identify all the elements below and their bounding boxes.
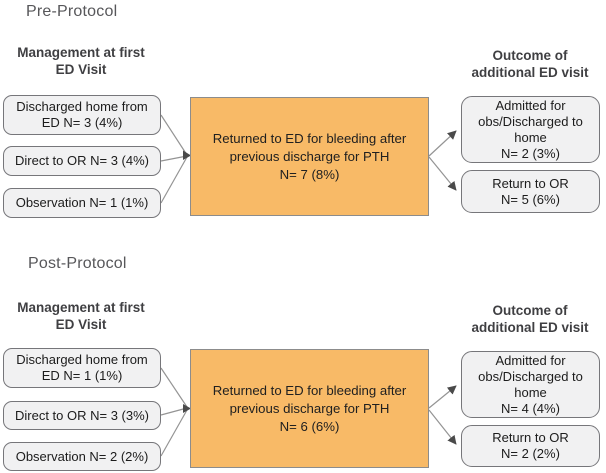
pre-management-box-observation: Observation N= 1 (1%) xyxy=(3,188,161,218)
post-left-column-header: Management at first ED Visit xyxy=(17,300,145,332)
post-returned-to-ed-box: Returned to ED for bleeding after previo… xyxy=(190,349,429,468)
pre-protocol-title: Pre-Protocol xyxy=(26,3,118,20)
post-protocol-title: Post-Protocol xyxy=(28,255,127,272)
post-outcome-box-admitted: Admitted for obs/Discharged to home N= 4… xyxy=(461,351,600,418)
pre-right-column-header: Outcome of additional ED visit xyxy=(471,48,589,80)
pre-management-box-direct-to-or: Direct to OR N= 3 (4%) xyxy=(3,146,161,176)
pre-outcome-box-return-to-or: Return to OR N= 5 (6%) xyxy=(461,170,600,213)
post-management-box-direct-to-or: Direct to OR N= 3 (3%) xyxy=(3,401,161,430)
post-management-box-discharged-home: Discharged home from ED N= 1 (1%) xyxy=(3,348,161,388)
pre-outcome-box-admitted: Admitted for obs/Discharged to home N= 2… xyxy=(461,96,600,163)
post-management-box-observation: Observation N= 2 (2%) xyxy=(3,442,161,471)
post-outcome-box-return-to-or: Return to OR N= 2 (2%) xyxy=(461,425,600,467)
pre-returned-to-ed-box: Returned to ED for bleeding after previo… xyxy=(190,97,429,216)
pre-management-box-discharged-home: Discharged home from ED N= 3 (4%) xyxy=(3,95,161,135)
pre-left-column-header: Management at first ED Visit xyxy=(17,45,145,77)
post-right-column-header: Outcome of additional ED visit xyxy=(471,303,589,335)
